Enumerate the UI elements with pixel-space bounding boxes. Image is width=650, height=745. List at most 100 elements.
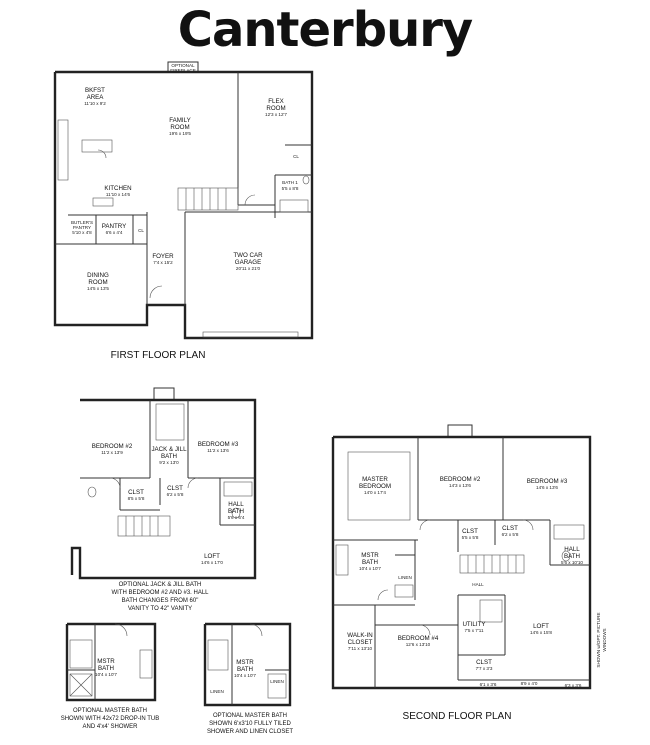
omb-label-linen2: LINEN (210, 689, 224, 694)
room-label-bath1: BATH 1 (282, 180, 298, 185)
second-floor-plan: MASTER BEDROOM 14'0 x 17'4 BEDROOM #2 14… (331, 424, 607, 722)
fireplace-label-2: FIREPLACE (170, 68, 196, 73)
room-label-family-2: ROOM (170, 124, 189, 131)
oma-note-3: AND 4'x4' SHOWER (83, 724, 139, 730)
sf-label-bedroom2: BEDROOM #2 (440, 476, 481, 483)
room-label-flex: FLEX (268, 98, 283, 105)
second-floor-caption: SECOND FLOOR PLAN (403, 711, 512, 722)
sf-label-walkin-2: CLOSET (348, 639, 373, 646)
jj-note-1: OPTIONAL JACK & JILL BATH (119, 582, 202, 588)
sf-dim-a: 6'1 x 3'6 (480, 682, 497, 687)
sf-dim-bedroom2: 14'3 x 13'6 (449, 483, 471, 488)
first-floor-caption: FIRST FLOOR PLAN (111, 350, 206, 361)
room-label-dining: DINING (87, 272, 109, 279)
room-label-flex-2: ROOM (266, 105, 285, 112)
sf-label-linen: LINEN (398, 575, 412, 580)
sf-label-master-2: BEDROOM (359, 483, 391, 490)
sf-label-walkin: WALK-IN (347, 632, 373, 639)
optional-master-bath-a: MSTR BATH 10'4 x 10'7 OPTIONAL MASTER BA… (61, 622, 160, 730)
sf-dim-mstrbath: 10'4 x 10'7 (359, 566, 381, 571)
room-label-kitchen: KITCHEN (104, 185, 131, 192)
optional-jack-jill-plan: BEDROOM #2 11'2 x 13'9 JACK & JILL BATH … (70, 387, 257, 612)
room-dim-butlers: 5'10 x 4'8 (72, 230, 92, 235)
sf-label-utility: UTILITY (462, 621, 485, 628)
omb-note-2: SHOWN 6'x3'10 FULLY TILED (209, 721, 291, 727)
room-dim-flex: 12'3 x 12'7 (265, 112, 287, 117)
jj-label-bath: JACK & JILL (151, 446, 187, 453)
jj-dim-clst2: 6'2 x 5'8 (167, 492, 184, 497)
fireplace-label-1: OPTIONAL (171, 63, 195, 68)
jj-label-loft: LOFT (204, 553, 220, 560)
optional-master-bath-b: MSTR BATH 10'4 x 10'7 LINEN LINEN OPTION… (203, 622, 293, 735)
room-label-family: FAMILY (169, 117, 191, 124)
sf-dim-walkin: 7'11 x 13'10 (348, 646, 373, 651)
room-label-bkfst-2: AREA (87, 94, 105, 101)
jj-dim-hallbath: 5'6 x 6'4 (228, 515, 245, 520)
room-dim-bkfst: 11'10 x 9'2 (84, 101, 106, 106)
omb-label-mstrbath: MSTR (236, 659, 254, 666)
oma-note-2: SHOWN WITH 42x72 DROP-IN TUB (61, 716, 160, 722)
sf-label-clst2: CLST (502, 525, 518, 532)
sf-label-hallbath-2: BATH (564, 553, 580, 560)
sf-label-bedroom4: BEDROOM #4 (398, 635, 439, 642)
jj-note-3: BATH CHANGES FROM 60" (122, 598, 199, 604)
omb-label-linen1: LINEN (270, 679, 284, 684)
oma-dim-mstrbath: 10'4 x 10'7 (95, 672, 117, 677)
room-dim-bath1: 5'5 x 8'8 (282, 186, 299, 191)
sf-dim-loft: 14'6 x 15'8 (530, 630, 552, 635)
sf-dim-c: 6'3 x 3'6 (565, 683, 582, 688)
jj-dim-bedroom2: 11'2 x 13'9 (101, 450, 123, 455)
sf-label-loft: LOFT (533, 623, 549, 630)
room-label-cl2: CL (138, 228, 144, 233)
jj-label-clst1: CLST (128, 489, 144, 496)
sf-label-clst1: CLST (462, 528, 478, 535)
sf-side-note-2: WINDOWS (602, 628, 607, 651)
oma-note-1: OPTIONAL MASTER BATH (73, 708, 147, 714)
room-dim-dining: 14'5 x 13'5 (87, 286, 109, 291)
sf-label-master: MASTER (362, 476, 388, 483)
oma-label-mstrbath-2: BATH (98, 665, 114, 672)
plan-title: Canterbury (177, 2, 473, 58)
jj-dim-bedroom3: 11'2 x 13'6 (207, 448, 229, 453)
jj-label-bath-2: BATH (161, 453, 177, 460)
room-label-garage-2: GARAGE (235, 259, 261, 266)
sf-dim-bedroom4: 12'6 x 13'10 (406, 642, 431, 647)
sf-label-hallbath: HALL (564, 546, 580, 553)
jj-label-bedroom3: BEDROOM #3 (198, 441, 239, 448)
first-floor-plan: OPTIONAL FIREPLACE (53, 61, 314, 361)
room-label-butlers-2: PANTRY (73, 225, 91, 230)
sf-label-mstrbath: MSTR (361, 552, 379, 559)
sf-dim-master: 14'0 x 17'4 (364, 490, 386, 495)
sf-dim-b: 8'9 x 4'0 (521, 681, 538, 686)
sf-dim-clst1: 5'5 x 5'8 (462, 535, 479, 540)
jj-label-hallbath: HALL (228, 501, 244, 508)
jj-note-2: WITH BEDROOM #2 AND #3. HALL (111, 590, 209, 596)
jj-label-bedroom2: BEDROOM #2 (92, 443, 133, 450)
sf-dim-hallbath: 5'6 x 10'10 (561, 560, 583, 565)
omb-label-mstrbath-2: BATH (237, 666, 253, 673)
room-dim-pantry: 6'6 x 4'4 (106, 230, 123, 235)
jj-dim-clst1: 8'5 x 5'8 (128, 496, 145, 501)
omb-note-1: OPTIONAL MASTER BATH (213, 713, 287, 719)
jj-dim-loft: 14'6 x 17'0 (201, 560, 223, 565)
sf-side-note-1: SHOWN w/OPT. PICTURE (596, 612, 601, 667)
room-label-cl1: CL (293, 154, 299, 159)
sf-label-clst3: CLST (476, 659, 492, 666)
sf-dim-bedroom3: 14'6 x 13'6 (536, 485, 558, 490)
jj-note-4: VANITY TO 42" VANITY (128, 606, 192, 612)
room-label-pantry: PANTRY (102, 223, 127, 230)
room-dim-foyer: 7'4 x 15'2 (153, 260, 173, 265)
omb-note-3: SHOWER AND LINEN CLOSET (207, 729, 293, 735)
room-label-bkfst: BKFST (85, 87, 105, 94)
sf-label-mstrbath-2: BATH (362, 559, 378, 566)
jj-label-clst2: CLST (167, 485, 183, 492)
sf-dim-clst3: 7'7 x 3'3 (476, 666, 493, 671)
room-dim-family: 19'6 x 19'5 (169, 131, 191, 136)
room-label-dining-2: ROOM (88, 279, 107, 286)
room-dim-kitchen: 11'10 x 14'6 (106, 192, 131, 197)
jj-label-hallbath-2: BATH (228, 508, 244, 515)
room-label-garage: TWO CAR (233, 252, 263, 259)
sf-dim-clst2: 6'2 x 5'8 (502, 532, 519, 537)
sf-label-hall: HALL (472, 582, 484, 587)
